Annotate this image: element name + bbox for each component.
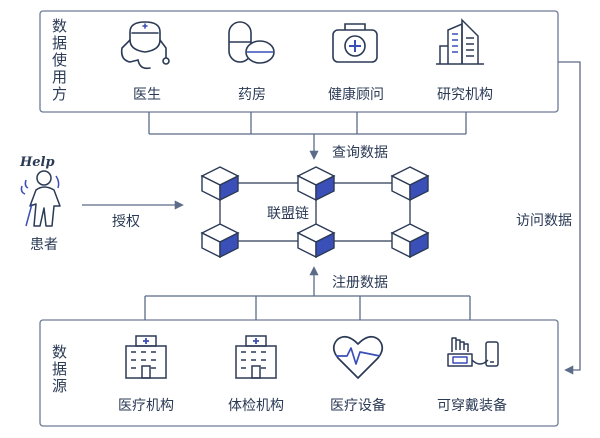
checkup-institution-label: 体检机构: [228, 398, 284, 414]
access-arrow: [558, 61, 581, 375]
block-node-icon: [201, 166, 239, 201]
bottom-connectors: [144, 266, 471, 320]
consortium-chain-label: 联盟链: [267, 206, 309, 222]
block-node-icon: [391, 166, 429, 201]
authorize-label: 授权: [112, 214, 140, 230]
access-data-label: 访问数据: [516, 213, 572, 229]
doctor-label: 医生: [133, 87, 161, 103]
query-data-label: 查询数据: [332, 145, 388, 161]
pharmacy-label: 药房: [238, 87, 266, 103]
block-node-icon: [297, 223, 335, 258]
hospital-icon: [125, 335, 167, 379]
data-sources-frame: [39, 319, 559, 427]
medical-institution-label: 医疗机构: [118, 398, 174, 414]
data-sources-label: 数据源: [52, 343, 68, 395]
network-nodes: [201, 166, 429, 258]
pills-icon: [228, 21, 275, 64]
heart-monitor-icon: [332, 335, 384, 379]
block-node-icon: [391, 223, 429, 258]
data-users-label: 数据使用方: [52, 17, 68, 103]
register-data-label: 注册数据: [332, 275, 388, 291]
patient-label: 患者: [30, 237, 58, 253]
research-institute-label: 研究机构: [437, 87, 493, 103]
building-icon: [436, 18, 484, 65]
wearable-label: 可穿戴装备: [437, 398, 507, 414]
help-text: Help: [20, 155, 55, 170]
doctor-icon: [120, 21, 170, 70]
top-connectors: [148, 112, 467, 160]
medical-kit-icon: [332, 23, 378, 63]
elderly-patient-icon: [20, 170, 61, 227]
block-node-icon: [297, 166, 335, 201]
clinic-icon: [235, 335, 277, 379]
wearable-device-icon: [447, 337, 499, 367]
health-advisor-label: 健康顾问: [328, 87, 384, 103]
block-node-icon: [201, 223, 239, 258]
medical-device-label: 医疗设备: [330, 398, 386, 414]
